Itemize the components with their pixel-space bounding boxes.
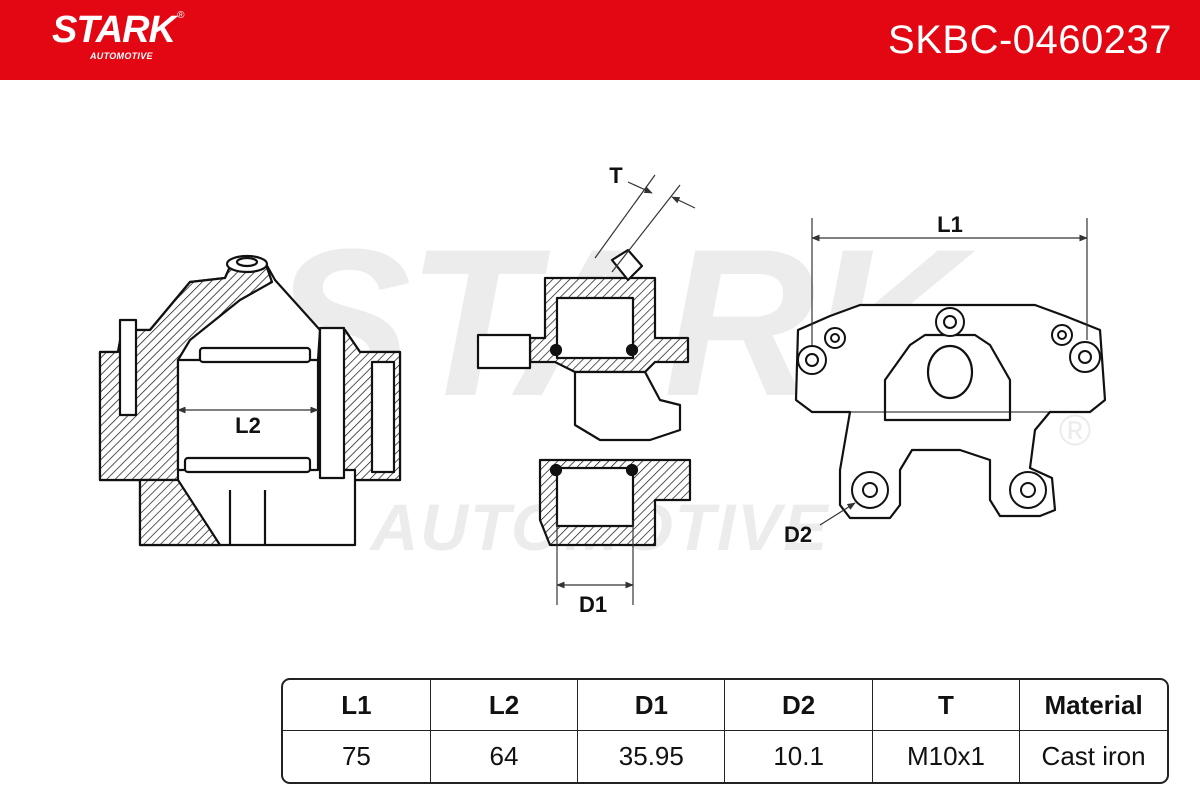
spec-value-t: M10x1	[871, 730, 1020, 782]
spec-table-header-row: L1 L2 D1 D2 T Material	[283, 680, 1167, 731]
caliper-cross-section	[476, 248, 692, 547]
spec-value-d2: 10.1	[724, 730, 873, 782]
t-label: T	[609, 163, 623, 188]
part-number: SKBC-0460237	[888, 18, 1172, 62]
spec-value-l1: 75	[341, 741, 371, 771]
spec-header-d1: D1	[577, 680, 725, 731]
caliper-front-view	[794, 303, 1107, 520]
spec-value-l2: 64	[429, 730, 578, 782]
spec-value-d1: 35.95	[577, 730, 725, 782]
d1-dimension: D1	[556, 520, 634, 617]
caliper-side-view	[98, 254, 402, 547]
technical-drawings: L2 T D1	[98, 163, 1107, 617]
brand-name: STARK	[52, 9, 176, 51]
header-bar: STARK® AUTOMOTIVE SKBC-0460237	[0, 0, 1200, 80]
brand-registered-mark: ®	[177, 10, 185, 21]
l2-label: L2	[235, 413, 261, 438]
spec-header-l1: L1	[283, 680, 431, 731]
front-view-holes	[797, 307, 1101, 509]
l1-label: L1	[937, 212, 963, 237]
spec-header-l2: L2	[429, 680, 578, 731]
t-dimension: T	[594, 163, 696, 273]
spec-header-material: Material	[1019, 680, 1167, 731]
spec-table-value-row: 75 64 35.95 10.1 M10x1 Cast iron	[283, 730, 1167, 782]
spec-header-d2: D2	[724, 680, 873, 731]
d2-dimension: D2	[784, 502, 856, 547]
d1-label: D1	[579, 592, 607, 617]
l1-dimension: L1	[811, 212, 1088, 345]
spec-value-material: Cast iron	[1019, 730, 1167, 782]
brand-subtitle: AUTOMOTIVE	[90, 51, 153, 61]
d2-label: D2	[784, 522, 812, 547]
l2-dimension: L2	[177, 406, 319, 438]
brand-logo: STARK® AUTOMOTIVE	[52, 9, 185, 61]
spec-table: L1 L2 D1 D2 T Material 75 64 35.95 10.1 …	[281, 678, 1169, 784]
spec-header-t: T	[871, 680, 1020, 731]
